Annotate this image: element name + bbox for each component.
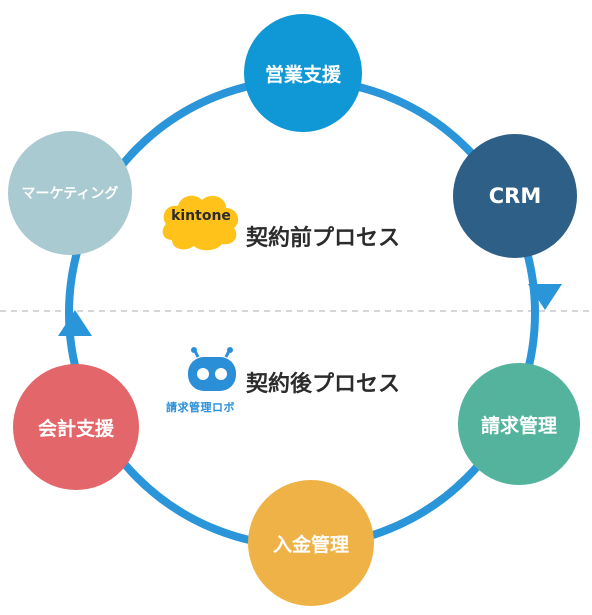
node-kaikei-shien: 会計支援 xyxy=(13,364,139,490)
cycle-ring xyxy=(65,76,539,550)
cycle-arrow-up xyxy=(58,310,92,336)
node-marketing: マーケティング xyxy=(8,131,132,255)
post-process-label: 契約後プロセス xyxy=(246,372,401,397)
kintone-logo xyxy=(162,195,239,251)
cycle-arrow-down xyxy=(528,284,562,310)
node-seikyu-kanri: 請求管理 xyxy=(458,363,580,485)
kintone-cloud-icon xyxy=(162,195,239,251)
node-nyukin-kanri: 入金管理 xyxy=(248,480,374,606)
node-kaikei-shien-label: 会計支援 xyxy=(37,417,114,440)
node-seikyu-kanri-label: 請求管理 xyxy=(480,414,557,437)
node-marketing-label: マーケティング xyxy=(21,186,119,202)
node-eigyo-shien-label: 営業支援 xyxy=(264,63,341,86)
node-nyukin-kanri-label: 入金管理 xyxy=(272,533,349,556)
node-crm: CRM xyxy=(453,134,577,258)
robo-logo-text: 請求管理ロボ xyxy=(166,401,235,414)
pre-process-label: 契約前プロセス xyxy=(246,226,401,251)
node-eigyo-shien: 営業支援 xyxy=(244,14,362,132)
kintone-logo-text: kintone xyxy=(171,208,231,224)
node-crm-label: CRM xyxy=(488,184,542,208)
robo-icon xyxy=(188,347,236,391)
